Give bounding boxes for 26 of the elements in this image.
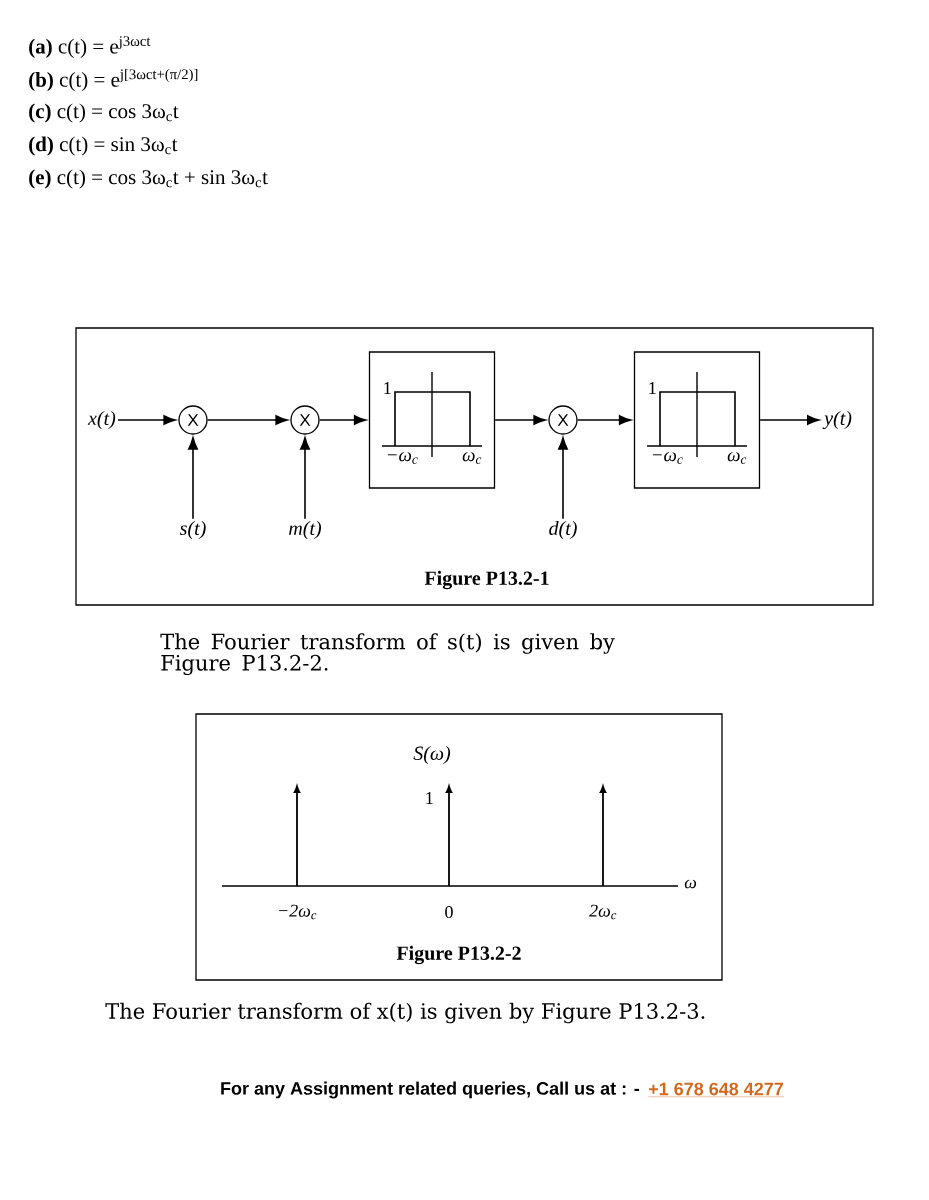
signal-label: x(t) (87, 410, 116, 430)
equation: (d) c(t) = sin 3ω$_{c}$t (29, 136, 178, 156)
arrow (300, 437, 310, 520)
contact-line: For any Assignment related queries, Call us at : - (221, 1081, 640, 1099)
arrow (188, 437, 198, 520)
arrow (759, 415, 820, 425)
equation: (e) c(t) = cos 3ω$_{c}$t + sin 3ω$_{c}$t (29, 169, 268, 189)
signal-label: d(t) (549, 520, 577, 540)
arrow (494, 415, 546, 425)
paragraph: The Fourier transform of s(t) is given by Figure P13.2-2. (160, 633, 615, 676)
arrow (576, 415, 632, 425)
paragraph: The Fourier transform of x(t) is given by Figure P13.2-3. (105, 1002, 705, 1024)
equation: (b) c(t) = e$^{j[3ωct+(π/2)]}$ (29, 68, 198, 92)
signal-label: y(t) (822, 410, 852, 430)
spectrum-figure: S(ω) 1 ω −2ω$_{c}$ 0 2ω$_{c}$ Figure P13.2-2 (195, 713, 723, 981)
arrow (206, 415, 288, 425)
equation: (c) c(t) = cos 3ω$_{c}$t (29, 103, 179, 123)
filter-box: 1 −ω$_{c}$ ω$_{c}$ (633, 351, 761, 489)
arrow (117, 415, 176, 425)
equation: (a) c(t) = e$^{j3ωct}$ (29, 36, 151, 58)
phone-link: +1 678 648 4277 (648, 1082, 785, 1097)
signal-label: s(t) (179, 520, 206, 540)
arrow (318, 415, 367, 425)
arrow (558, 437, 568, 520)
filter-box: 1 −ω$_{c}$ ω$_{c}$ (368, 351, 496, 489)
signal-label: m(t) (289, 520, 322, 540)
